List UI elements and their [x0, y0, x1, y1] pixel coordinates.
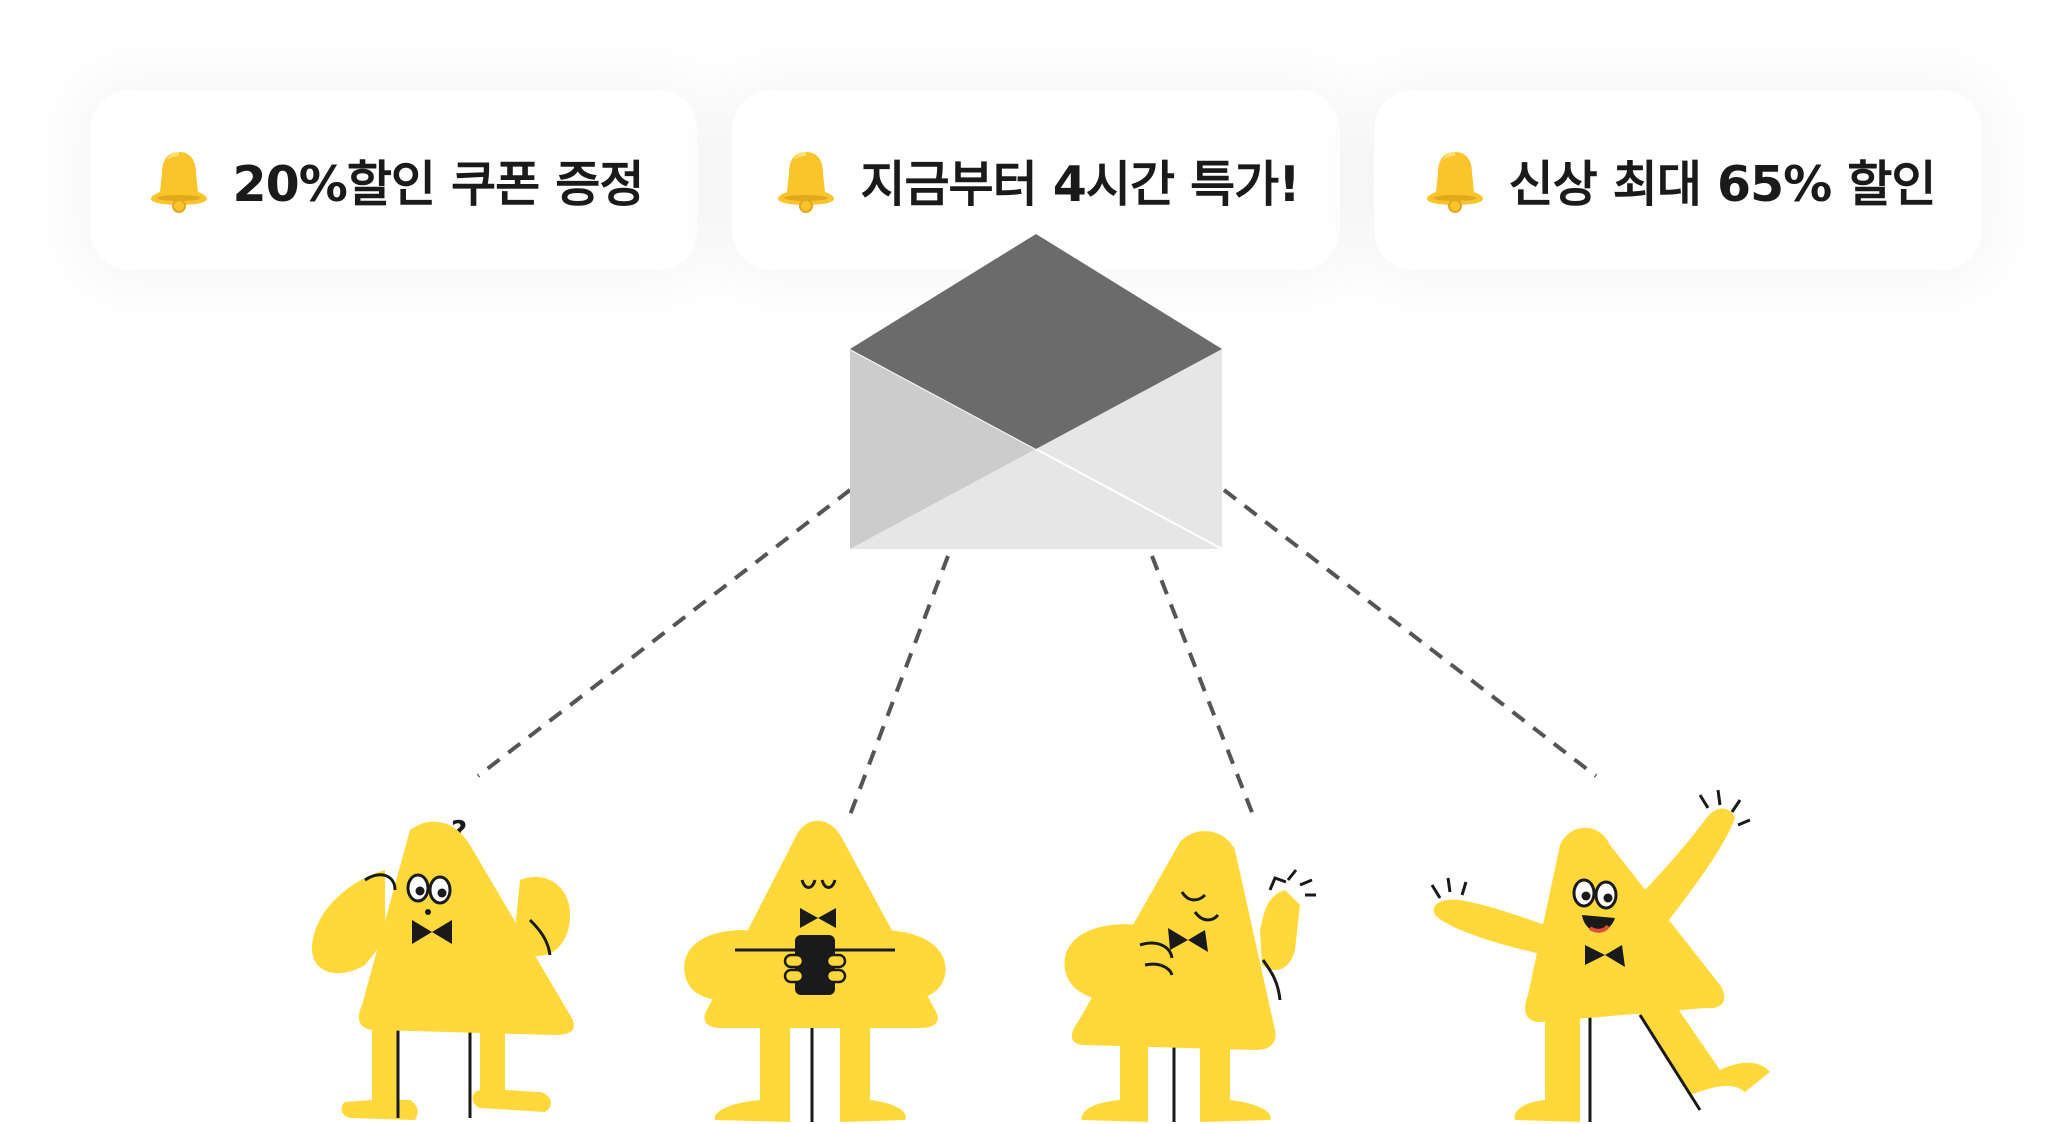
- connector-line: [1222, 488, 1598, 778]
- notification-card-timesale[interactable]: 지금부터 4시간 특가!: [732, 90, 1340, 270]
- cheering-character: [1430, 789, 1770, 1122]
- notification-label: 신상 최대 65% 할인: [1508, 155, 1937, 213]
- phone-character: [684, 820, 946, 1122]
- connector-lines: [476, 488, 1598, 816]
- bell-icon: [150, 152, 207, 213]
- bell-icon: [1426, 152, 1483, 213]
- notification-card-coupon[interactable]: 20%할인 쿠폰 증정: [90, 90, 698, 270]
- bell-icon: [778, 152, 835, 213]
- connector-line: [1150, 555, 1255, 816]
- connector-line: [848, 555, 950, 816]
- thumbs-up-character: [1064, 831, 1316, 1122]
- connector-line: [476, 488, 852, 778]
- notification-label: 지금부터 4시간 특가!: [860, 155, 1300, 213]
- envelope-icon: [849, 234, 1223, 550]
- confused-character: ?: [311, 814, 575, 1120]
- notification-label: 20%할인 쿠폰 증정: [232, 155, 645, 213]
- notification-card-new-arrivals[interactable]: 신상 최대 65% 할인: [1374, 90, 1982, 270]
